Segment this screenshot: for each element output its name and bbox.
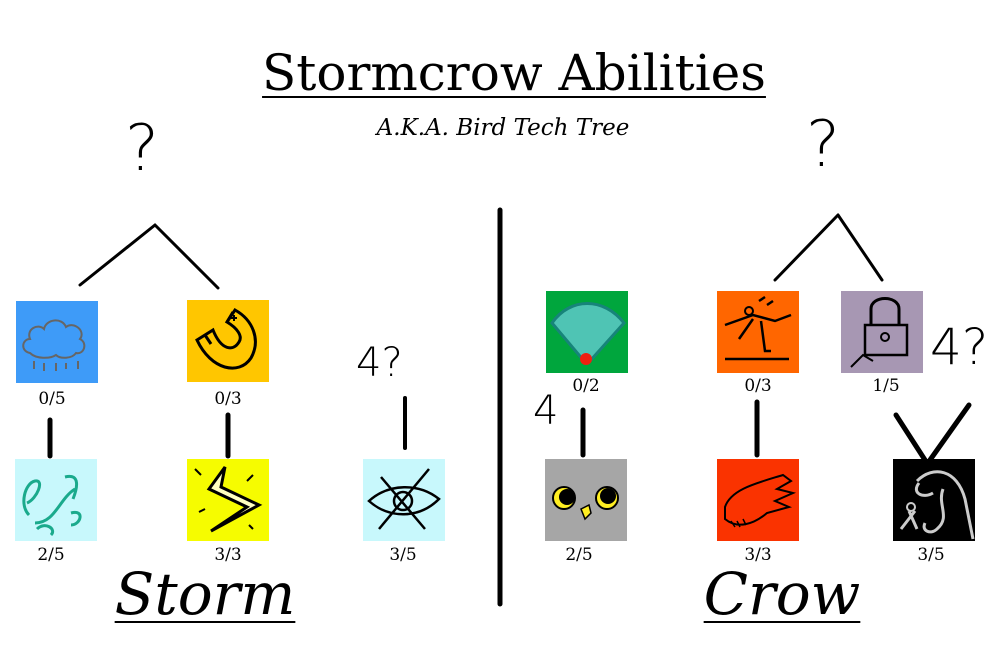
ability-wing[interactable] <box>717 459 799 541</box>
crow-scissors-icon <box>899 470 975 540</box>
storm-branch-lines <box>78 223 220 290</box>
level-tripping-figure: 0/3 <box>744 376 772 396</box>
crow-branch-lines <box>773 213 884 282</box>
level-crow-scissors: 3/5 <box>917 545 945 565</box>
level-wing: 3/3 <box>744 545 772 565</box>
wind-icon <box>22 474 82 537</box>
level-crossed-eye: 3/5 <box>389 545 417 565</box>
padlock-icon <box>850 297 909 368</box>
crow-unknown-root: ? <box>806 108 840 182</box>
wing-icon <box>724 473 797 528</box>
ability-magnet[interactable] <box>187 300 269 382</box>
ability-rain-cloud[interactable] <box>16 301 98 383</box>
ability-shield-cone[interactable] <box>546 291 628 373</box>
storm-tier-annotation: 4? <box>356 340 403 386</box>
shield-cone-icon <box>550 302 626 365</box>
page-title: Stormcrow Abilities <box>262 44 766 102</box>
level-rain-cloud: 0/5 <box>38 389 66 409</box>
ability-wind[interactable] <box>15 459 97 541</box>
rain-cloud-icon <box>22 319 86 371</box>
level-shield-cone: 0/2 <box>572 376 600 396</box>
level-padlock: 1/5 <box>872 376 900 396</box>
owl-eyes-icon <box>552 486 619 521</box>
ability-crow-scissors[interactable] <box>893 459 975 541</box>
storm-unknown-root: ? <box>125 112 159 186</box>
level-wind: 2/5 <box>37 545 65 565</box>
ability-owl-eyes[interactable] <box>545 459 627 541</box>
tripping-figure-icon <box>724 295 792 361</box>
ability-tripping-figure[interactable] <box>717 291 799 373</box>
crossed-eye-icon <box>367 468 441 530</box>
crow-tier-annotation-right: 4? <box>930 318 989 376</box>
level-lightning: 3/3 <box>214 545 242 565</box>
storm-branch-label: Storm <box>114 560 296 628</box>
level-owl-eyes: 2/5 <box>565 545 593 565</box>
crow-branch-label: Crow <box>703 560 861 628</box>
magnet-icon <box>195 308 257 370</box>
level-magnet: 0/3 <box>214 389 242 409</box>
ability-crossed-eye[interactable] <box>363 459 445 541</box>
crow-tier-annotation-left: 4 <box>533 388 559 434</box>
ability-padlock[interactable] <box>841 291 923 373</box>
ability-lightning[interactable] <box>187 459 269 541</box>
lightning-icon <box>194 466 263 533</box>
page-subtitle: A.K.A. Bird Tech Tree <box>376 115 630 141</box>
crow-link-lock-crow <box>893 402 972 463</box>
